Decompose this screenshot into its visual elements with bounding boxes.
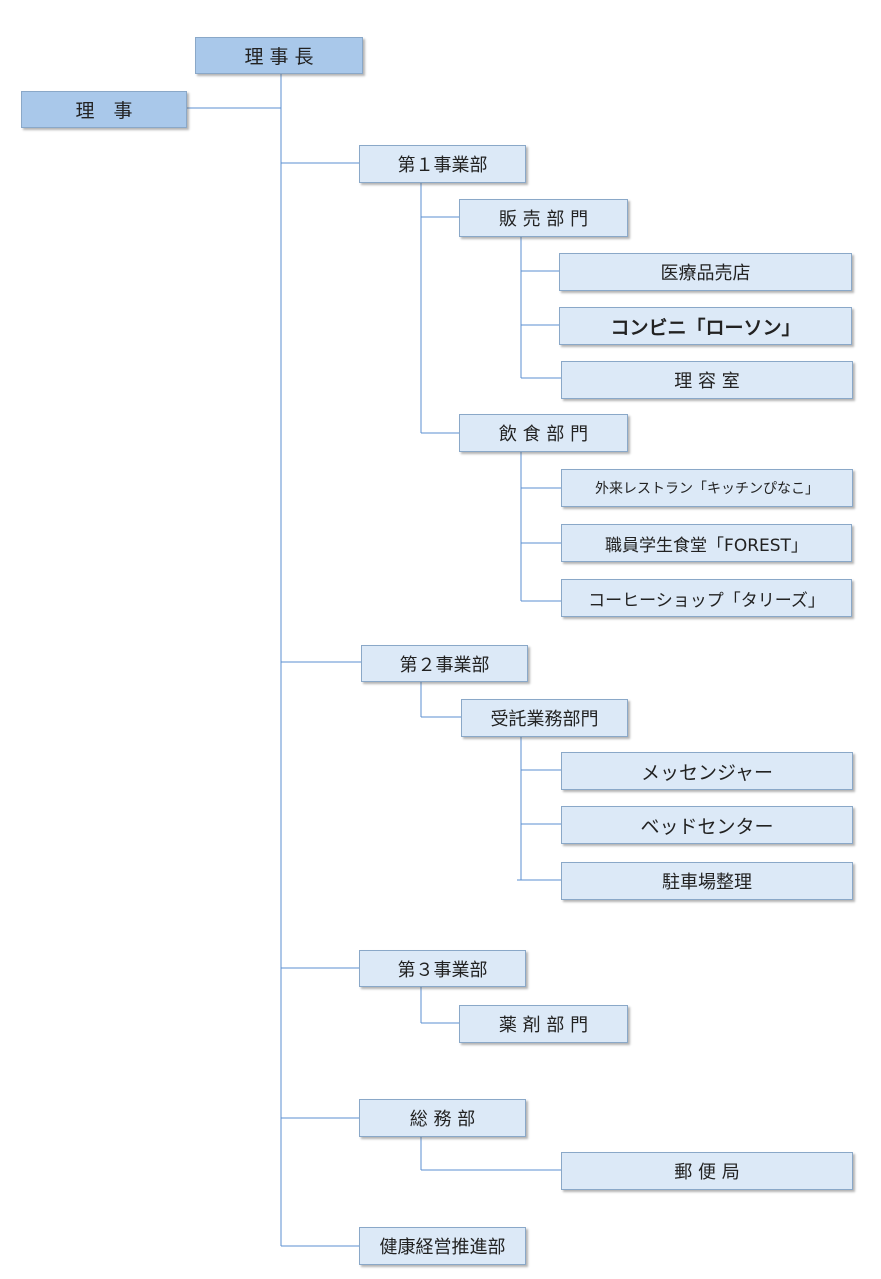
post-office-box: 郵 便 局 (561, 1152, 853, 1190)
parking-box: 駐車場整理 (561, 862, 853, 900)
bed-center-box: ベッドセンター (561, 806, 853, 844)
convenience-store-box: コンビニ「ローソン」 (559, 307, 852, 345)
medical-store-box: 医療品売店 (559, 253, 852, 291)
director-box: 理 事 (21, 91, 187, 128)
sales-department-box: 販 売 部 門 (459, 199, 628, 237)
food-department-box: 飲 食 部 門 (459, 414, 628, 452)
chairman-box: 理 事 長 (195, 37, 363, 74)
barber-box: 理 容 室 (561, 361, 853, 399)
messenger-box: メッセンジャー (561, 752, 853, 790)
coffee-shop-box: コーヒーショップ「タリーズ」 (561, 579, 852, 617)
staff-cafeteria-box: 職員学生食堂「FOREST」 (561, 524, 852, 562)
health-management-box: 健康経営推進部 (359, 1227, 526, 1265)
general-affairs-box: 総 務 部 (359, 1099, 526, 1137)
division2-box: 第２事業部 (361, 645, 528, 682)
division3-box: 第３事業部 (359, 950, 526, 987)
pharma-department-box: 薬 剤 部 門 (459, 1005, 628, 1043)
contract-department-box: 受託業務部門 (461, 699, 628, 737)
outpatient-restaurant-box: 外来レストラン「キッチンぴなこ」 (561, 469, 853, 507)
division1-box: 第１事業部 (359, 145, 526, 183)
